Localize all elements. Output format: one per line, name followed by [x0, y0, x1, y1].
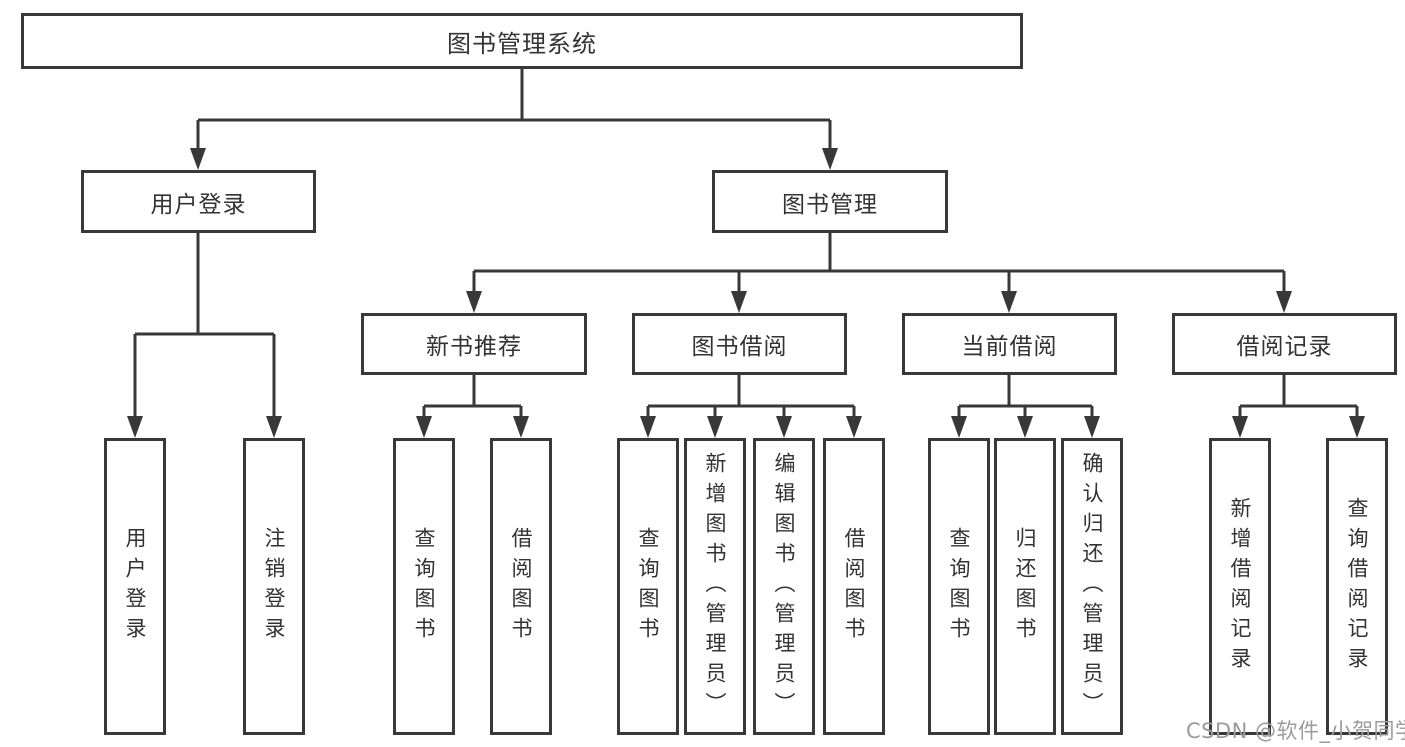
node-leaf-confirm-return-admin-label: 确认归还（管理员） [1080, 451, 1105, 722]
node-leaf-add-borrow-record-label: 新增借阅记录 [1228, 496, 1253, 677]
node-user-login: 用户登录 [81, 170, 316, 233]
node-root-label: 图书管理系统 [447, 29, 597, 58]
node-leaf-query-borrow-record-label: 查询借阅记录 [1345, 496, 1370, 677]
node-leaf-query-books-borrow: 查询图书 [617, 438, 679, 735]
node-leaf-add-books-admin-label: 新增图书（管理员） [703, 451, 728, 722]
node-leaf-edit-books-admin-label: 编辑图书（管理员） [772, 451, 797, 722]
node-leaf-query-books-current-label: 查询图书 [947, 526, 972, 647]
node-leaf-edit-books-admin: 编辑图书（管理员） [753, 438, 815, 735]
node-leaf-query-books-borrow-label: 查询图书 [636, 526, 661, 647]
node-book-borrow-label: 图书借阅 [691, 334, 788, 360]
node-leaf-borrow-books: 借阅图书 [823, 438, 885, 735]
node-leaf-return-books-label: 归还图书 [1013, 526, 1038, 647]
node-leaf-borrow-books-recommend: 借阅图书 [490, 438, 552, 735]
node-leaf-query-books-recommend: 查询图书 [393, 438, 455, 735]
node-leaf-user-login: 用户登录 [104, 438, 166, 735]
node-leaf-query-borrow-record: 查询借阅记录 [1326, 438, 1388, 735]
node-leaf-query-books-recommend-label: 查询图书 [412, 526, 437, 647]
node-leaf-return-books: 归还图书 [994, 438, 1056, 735]
node-new-book-recommend: 新书推荐 [361, 313, 587, 375]
node-leaf-borrow-books-recommend-label: 借阅图书 [509, 526, 534, 647]
node-current-borrow: 当前借阅 [902, 313, 1117, 375]
node-leaf-user-login-label: 用户登录 [123, 526, 148, 647]
node-new-book-recommend-label: 新书推荐 [426, 334, 522, 360]
node-leaf-query-books-current: 查询图书 [928, 438, 990, 735]
node-leaf-add-borrow-record: 新增借阅记录 [1209, 438, 1271, 735]
node-book-management-label: 图书管理 [782, 191, 878, 218]
node-book-management: 图书管理 [712, 170, 948, 233]
node-root-system: 图书管理系统 [21, 13, 1023, 69]
node-leaf-add-books-admin: 新增图书（管理员） [684, 438, 746, 735]
node-leaf-logout: 注销登录 [243, 438, 305, 735]
node-leaf-logout-label: 注销登录 [262, 526, 287, 647]
node-user-login-label: 用户登录 [150, 191, 247, 218]
csdn-watermark: CSDN @软件_小贺同学 [1186, 719, 1405, 743]
node-borrow-records: 借阅记录 [1172, 313, 1397, 375]
node-borrow-records-label: 借阅记录 [1236, 334, 1333, 360]
node-leaf-confirm-return-admin: 确认归还（管理员） [1061, 438, 1123, 735]
node-leaf-borrow-books-label: 借阅图书 [842, 526, 867, 647]
node-current-borrow-label: 当前借阅 [961, 334, 1058, 360]
node-book-borrow: 图书借阅 [632, 313, 847, 375]
